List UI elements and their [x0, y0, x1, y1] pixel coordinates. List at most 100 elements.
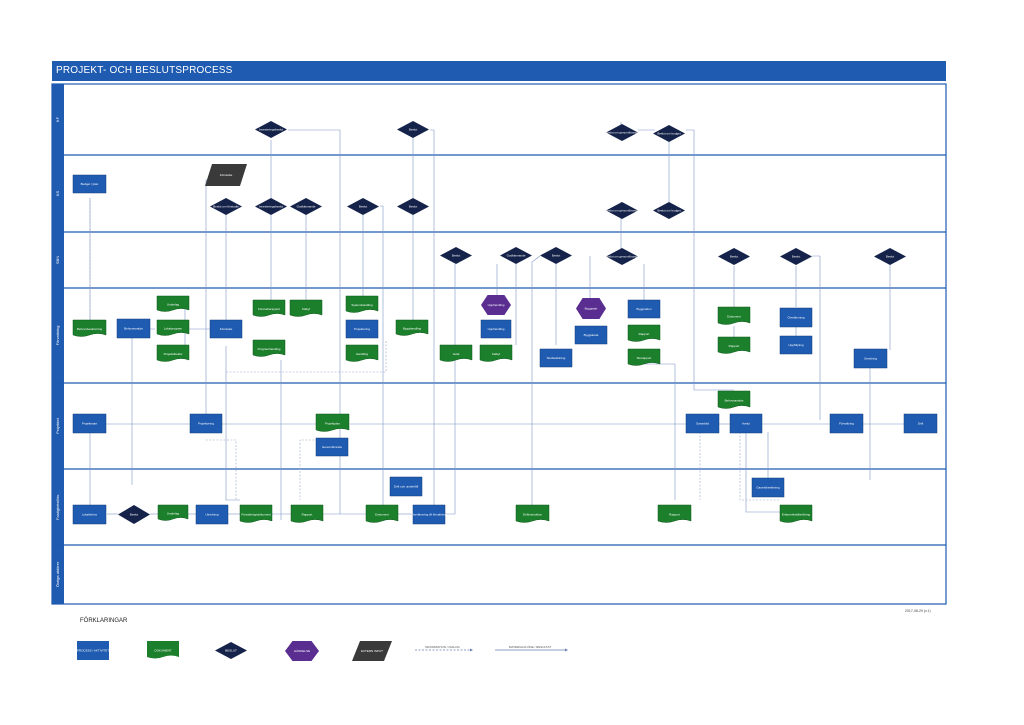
- node-process[interactable]: Utredning: [853, 348, 888, 369]
- node-document[interactable]: Programhandling: [252, 339, 286, 357]
- node-event[interactable]: Upphandling: [481, 295, 511, 315]
- node-document[interactable]: Kalkyl: [289, 299, 323, 317]
- document-shape: [289, 299, 323, 317]
- node-event[interactable]: Byggstart: [576, 298, 606, 319]
- node-document[interactable]: Systemhandling: [345, 295, 379, 313]
- node-label: Beslut: [792, 254, 801, 258]
- node-label: Programhandling: [258, 347, 281, 351]
- node-process[interactable]: Behovsanalys: [116, 318, 151, 339]
- node-document[interactable]: Dokument: [717, 306, 751, 325]
- legend-event-shape: [285, 641, 319, 661]
- node-document[interactable]: Lokalprogram: [156, 319, 190, 336]
- node-decision[interactable]: Investeringsbeslut: [255, 198, 287, 215]
- node-label: Handling: [356, 352, 368, 356]
- node-document[interactable]: Handling: [345, 344, 379, 362]
- node-process[interactable]: Avslut: [729, 413, 763, 434]
- node-process[interactable]: Slutbesiktning: [539, 348, 573, 368]
- node-label: Rapport: [302, 512, 313, 516]
- node-decision[interactable]: Beslut: [540, 247, 572, 264]
- decision-shape: [780, 248, 812, 265]
- node-decision[interactable]: Beslut: [440, 247, 472, 264]
- node-label: Projektdirektiv: [164, 352, 183, 356]
- node-label: Behovsanalys: [725, 398, 744, 402]
- node-decision[interactable]: Beslut om genomförande: [605, 248, 639, 265]
- node-decision[interactable]: Beslut om budget: [653, 202, 685, 219]
- node-document[interactable]: Dokument: [365, 504, 399, 523]
- node-document[interactable]: Projektplan: [315, 413, 350, 432]
- node-process[interactable]: Förvaltning: [829, 413, 864, 434]
- node-document[interactable]: Bygghandling: [395, 319, 429, 336]
- node-process[interactable]: Genomförande: [315, 437, 349, 457]
- node-process[interactable]: Uppföljning: [779, 335, 813, 355]
- decision-shape: [118, 505, 150, 524]
- node-document[interactable]: Underlag: [156, 295, 190, 312]
- node-decision[interactable]: Beslut om genomförande: [605, 202, 639, 219]
- node-process[interactable]: Projektering: [189, 413, 223, 434]
- node-decision[interactable]: Beslut: [874, 248, 906, 265]
- document-shape: [515, 504, 550, 523]
- node-decision[interactable]: Beslut om genomförande: [605, 124, 639, 141]
- node-decision[interactable]: Beslut om förstudie: [210, 198, 242, 215]
- node-label: Behovsbeskrivning: [77, 327, 103, 331]
- node-document[interactable]: Förvaltningsdokument: [239, 504, 273, 523]
- node-document[interactable]: Driftinstruktion: [515, 504, 550, 523]
- node-label: Godkännande: [297, 204, 316, 208]
- legend-item-label: BESLUT: [225, 648, 237, 652]
- node-document[interactable]: Avtal: [439, 344, 473, 362]
- node-process[interactable]: Lokalbehov: [72, 504, 107, 525]
- node-process[interactable]: Upphandling: [480, 319, 512, 339]
- node-process[interactable]: Garantibesiktning: [751, 477, 785, 498]
- node-process[interactable]: Drift och underhåll: [389, 476, 423, 497]
- node-process[interactable]: Förstudie: [209, 319, 243, 339]
- node-document[interactable]: Slutrapport: [627, 348, 661, 366]
- node-document[interactable]: Behovsanalys: [717, 390, 751, 409]
- node-input[interactable]: Förstudie: [205, 164, 247, 186]
- node-process[interactable]: Budget / plan: [72, 174, 107, 194]
- process-shape: [685, 413, 720, 434]
- node-document[interactable]: Rapport: [657, 504, 692, 523]
- node-document[interactable]: Förstudierapport: [252, 299, 286, 317]
- decision-shape: [653, 125, 685, 142]
- node-label: Beslut: [730, 254, 739, 258]
- node-document[interactable]: Behovsbeskrivning: [72, 319, 107, 337]
- node-decision[interactable]: Beslut om budget: [653, 125, 685, 142]
- node-process[interactable]: Överlämning till förvaltning: [411, 504, 447, 525]
- process-shape: [72, 504, 107, 525]
- legend-item-label: EXTERN INPUT: [361, 649, 383, 653]
- node-label: Överlämning till förvaltning: [411, 512, 447, 516]
- node-document[interactable]: Rapport: [290, 504, 324, 523]
- node-process[interactable]: Överlämning: [779, 307, 813, 328]
- node-decision[interactable]: Godkännande: [290, 198, 322, 215]
- node-document[interactable]: Kalkyl: [479, 344, 513, 362]
- legend-title: FÖRKLARINGAR: [80, 618, 128, 624]
- node-decision[interactable]: Beslut: [347, 198, 379, 215]
- node-document[interactable]: Erfarenhetsåterföring: [779, 504, 813, 523]
- node-process[interactable]: Projektering: [345, 319, 379, 339]
- node-document[interactable]: Underlag: [157, 504, 189, 521]
- node-process[interactable]: Byggnation: [627, 299, 661, 319]
- node-label: Förvaltning: [839, 421, 854, 425]
- node-decision[interactable]: Beslut: [397, 121, 429, 138]
- node-document[interactable]: Rapport: [717, 336, 751, 354]
- node-document[interactable]: Projektdirektiv: [156, 344, 190, 362]
- node-process[interactable]: Drift: [903, 413, 938, 434]
- node-decision[interactable]: Beslut: [397, 198, 429, 215]
- node-process[interactable]: Byggskede: [574, 325, 608, 345]
- node-process[interactable]: Projektstart: [72, 413, 107, 434]
- node-decision[interactable]: Beslut: [118, 505, 150, 524]
- node-decision[interactable]: Godkännande: [500, 247, 532, 264]
- decision-shape: [500, 247, 532, 264]
- node-decision[interactable]: Investeringsbeslut: [255, 121, 287, 138]
- decision-shape: [874, 248, 906, 265]
- node-document[interactable]: Rapport: [627, 324, 661, 342]
- node-decision[interactable]: Beslut: [780, 248, 812, 265]
- node-process[interactable]: Utredning: [195, 504, 229, 525]
- node-decision[interactable]: Beslut: [718, 248, 750, 265]
- connector-line: [644, 363, 676, 500]
- node-process[interactable]: Garantitid: [685, 413, 720, 434]
- node-label: Projektplan: [325, 421, 340, 425]
- document-shape: [657, 504, 692, 523]
- connector-line: [226, 340, 387, 373]
